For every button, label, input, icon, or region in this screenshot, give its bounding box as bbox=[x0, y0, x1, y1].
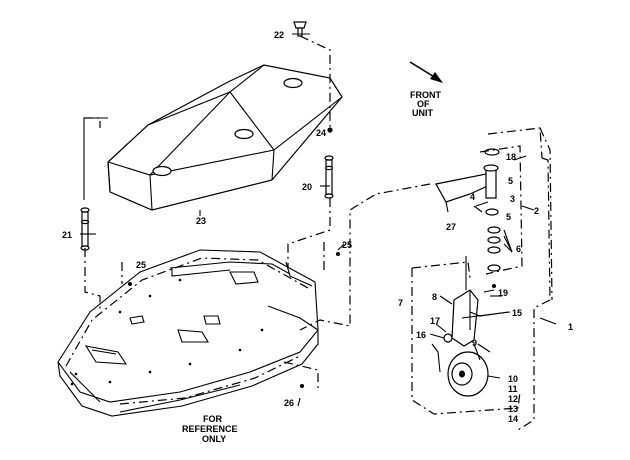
callout-6: 6 bbox=[516, 244, 521, 254]
callout-18: 18 bbox=[506, 152, 516, 162]
callout-19: 19 bbox=[498, 288, 508, 298]
caster-assembly bbox=[431, 148, 511, 397]
front-label-line2: OF bbox=[417, 99, 430, 109]
mower-deck-reference bbox=[57, 249, 319, 417]
leader-lines bbox=[80, 33, 557, 407]
stud-assembly-21 bbox=[80, 207, 90, 251]
front-label-line3: UNIT bbox=[412, 108, 433, 118]
callout-13: 13 bbox=[508, 404, 518, 414]
callout-16: 16 bbox=[416, 330, 426, 340]
callout-23: 23 bbox=[196, 216, 206, 226]
callout-15: 15 bbox=[512, 308, 522, 318]
callout-20: 20 bbox=[302, 182, 312, 192]
callout-26: 26 bbox=[284, 398, 294, 408]
callout-9: 9 bbox=[472, 338, 477, 348]
front-label-line1: FRONT bbox=[410, 90, 441, 100]
callout-2: 2 bbox=[534, 206, 539, 216]
reference-label-line3: ONLY bbox=[202, 434, 226, 444]
nut-24 bbox=[327, 127, 333, 133]
callout-27: 27 bbox=[446, 222, 456, 232]
stud-assembly-20 bbox=[324, 155, 334, 199]
callout-3: 3 bbox=[510, 194, 515, 204]
callout-4: 4 bbox=[470, 192, 475, 202]
callout-17: 17 bbox=[430, 316, 440, 326]
group-bracket-1 bbox=[487, 127, 553, 431]
callout-25a: 25 bbox=[342, 240, 352, 250]
reference-label-line1: FOR bbox=[203, 414, 222, 424]
fastener-dots bbox=[128, 252, 496, 388]
callout-12: 12 bbox=[508, 394, 518, 404]
callout-14: 14 bbox=[508, 414, 518, 424]
group-bracket-2 bbox=[479, 145, 523, 275]
callout-22: 22 bbox=[274, 30, 284, 40]
callout-5a: 5 bbox=[508, 176, 513, 186]
callout-8: 8 bbox=[432, 292, 437, 302]
callout-7: 7 bbox=[398, 298, 403, 308]
knob-22 bbox=[293, 21, 307, 37]
callout-25b: 25 bbox=[136, 260, 146, 270]
callout-24: 24 bbox=[316, 128, 326, 138]
group-bracket-7 bbox=[411, 261, 521, 415]
callout-10: 10 bbox=[508, 374, 518, 384]
front-direction-arrow bbox=[409, 61, 443, 83]
callout-1: 1 bbox=[568, 322, 573, 332]
callout-21: 21 bbox=[62, 230, 72, 240]
seat-cover-part bbox=[107, 64, 343, 211]
callout-5b: 5 bbox=[506, 212, 511, 222]
callout-11: 11 bbox=[508, 384, 518, 394]
reference-label-line2: REFERENCE bbox=[182, 424, 238, 434]
